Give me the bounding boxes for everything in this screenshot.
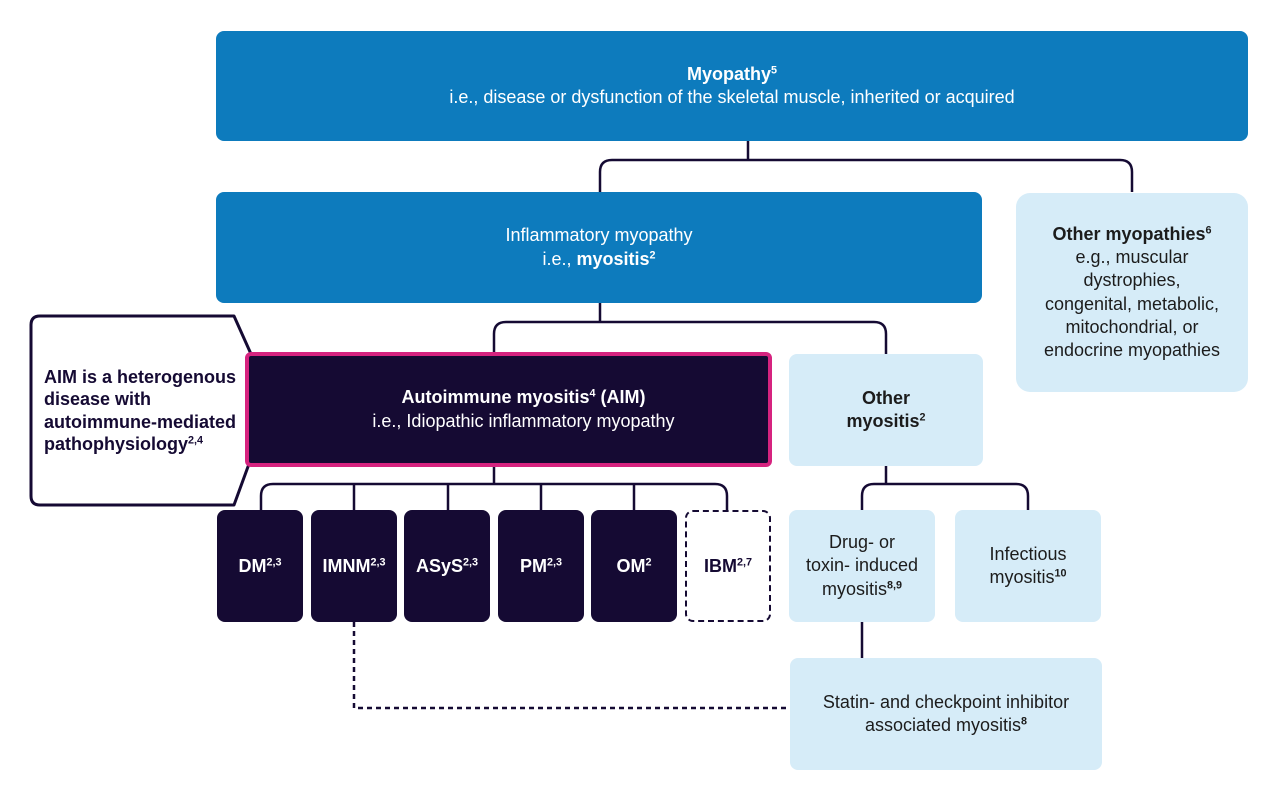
other-myopathies-line: congenital, metabolic,	[1044, 293, 1220, 314]
aim-callout-last: pathophysiology	[44, 434, 188, 454]
statin-ref: 8	[1021, 715, 1028, 728]
inflammatory-bold: myositis	[576, 248, 650, 269]
aim-title-suffix: (AIM)	[600, 387, 646, 408]
infectious-line1: Infectious	[989, 543, 1067, 564]
other-myopathies-ref: 6	[1205, 224, 1212, 237]
subtype-label: DM	[238, 555, 267, 576]
subtype-ref: 2,3	[463, 556, 479, 569]
aim-title-ref: 4	[589, 388, 596, 400]
drug-toxin-line: Drug- or	[828, 532, 895, 553]
subtype-ref: 2,7	[736, 556, 752, 569]
other-myopathies-title: Other myopathies	[1052, 224, 1206, 245]
subtype-pm: PM2,3	[498, 510, 584, 622]
infectious-ref: 10	[1054, 567, 1067, 580]
aim-title: Autoimmune myositis	[401, 387, 590, 408]
subtype-ref: 2	[645, 556, 652, 569]
myopathy-box: Myopathy5 i.e., disease or dysfunction o…	[216, 31, 1248, 141]
infectious-last: myositis	[989, 567, 1055, 587]
subtype-label: OM	[616, 555, 646, 576]
subtype-imnm: IMNM2,3	[311, 510, 397, 622]
inflammatory-line1: Inflammatory myopathy	[505, 225, 693, 246]
subtype-asys: ASyS2,3	[404, 510, 490, 622]
myopathy-title: Myopathy	[686, 63, 771, 84]
inflammatory-prefix: i.e.,	[542, 248, 572, 269]
inflammatory-ref: 2	[649, 249, 656, 262]
statin-last: associated myositis	[864, 715, 1022, 735]
inflammatory-myopathy-box: Inflammatory myopathy i.e., myositis2	[216, 192, 982, 303]
subtype-label: PM	[519, 555, 547, 576]
infectious-myositis-box: Infectious myositis10	[955, 510, 1101, 622]
other-myositis-line: Other	[861, 387, 910, 408]
statin-line1: Statin- and checkpoint inhibitor	[822, 691, 1070, 712]
subtype-label: ASyS	[415, 555, 463, 576]
aim-callout: AIM is a heterogenous disease with autoi…	[44, 316, 269, 505]
subtype-ref: 2,3	[266, 556, 282, 569]
myopathy-subtitle: i.e., disease or dysfunction of the skel…	[449, 87, 1015, 107]
drug-toxin-myositis-box: Drug- or toxin- induced myositis8,9	[789, 510, 935, 622]
drug-toxin-ref: 8,9	[887, 579, 903, 592]
drug-toxin-last: myositis	[821, 578, 887, 599]
other-myopathies-line: dystrophies,	[1083, 270, 1181, 291]
subtype-label: IMNM	[322, 555, 371, 576]
subtype-ref: 2,3	[546, 556, 562, 569]
aim-subtitle: i.e., Idiopathic inflammatory myopathy	[372, 410, 675, 431]
aim-callout-line: AIM is a heterogenous	[44, 366, 237, 387]
subtype-om: OM2	[591, 510, 677, 622]
autoimmune-myositis-box: Autoimmune myositis4 (AIM) i.e., Idiopat…	[245, 352, 772, 467]
other-myositis-box: Other myositis2	[789, 354, 983, 466]
other-myositis-last: myositis	[846, 411, 920, 431]
aim-callout-line: autoimmune-mediated	[44, 411, 237, 432]
drug-toxin-line: toxin- induced	[805, 555, 919, 576]
statin-myositis-box: Statin- and checkpoint inhibitor associa…	[790, 658, 1102, 770]
other-myopathies-line: mitochondrial, or	[1065, 316, 1199, 337]
subtype-label: IBM	[703, 555, 737, 576]
other-myositis-ref: 2	[919, 411, 926, 424]
subtype-ibm: IBM2,7	[685, 510, 771, 622]
subtype-ref: 2,3	[370, 556, 386, 569]
aim-callout-ref: 2,4	[188, 434, 204, 447]
myopathy-ref: 5	[771, 64, 778, 77]
subtype-dm: DM2,3	[217, 510, 303, 622]
other-myopathies-line: e.g., muscular	[1075, 247, 1189, 268]
other-myopathies-line: endocrine myopathies	[1043, 339, 1221, 360]
aim-callout-line: disease with	[44, 389, 152, 409]
other-myopathies-box: Other myopathies6 e.g., muscular dystrop…	[1016, 193, 1248, 392]
